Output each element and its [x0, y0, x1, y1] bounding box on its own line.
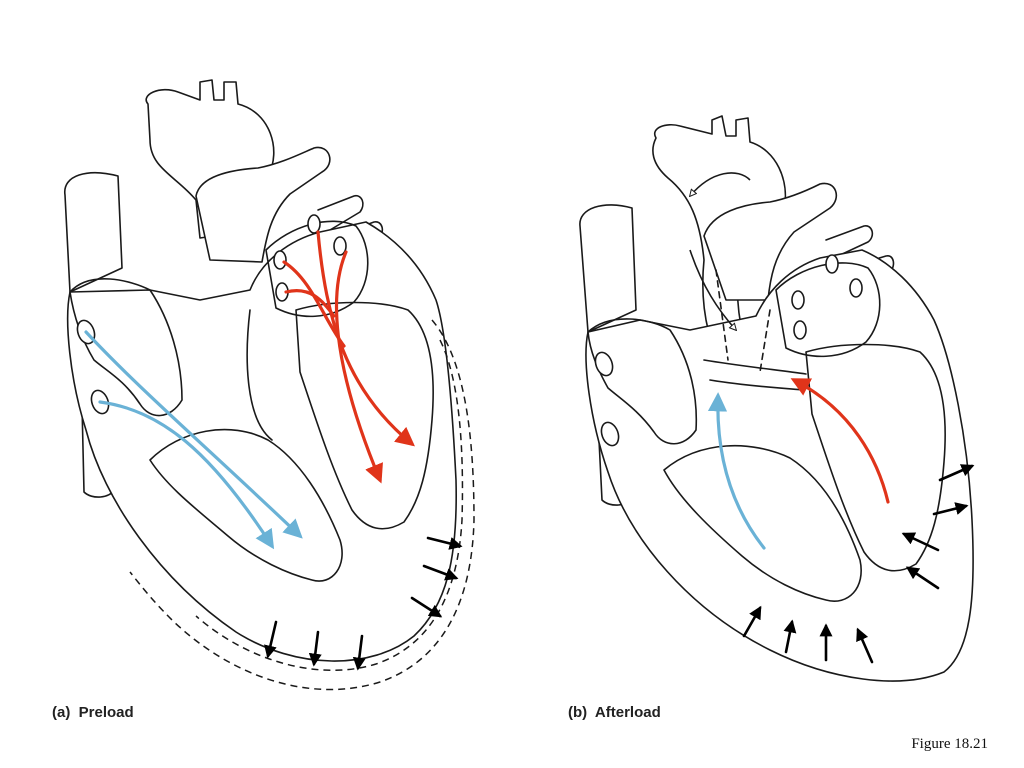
heart-diagram-afterload — [579, 115, 974, 682]
pv-opening-2 — [849, 278, 863, 298]
pressure-arrow — [901, 532, 940, 552]
pulmonary-flow-arrow-1 — [316, 230, 415, 447]
stretch-arrow — [426, 536, 463, 550]
stretched-ventricular-wall — [129, 319, 475, 691]
pv-opening-1 — [825, 254, 839, 274]
afterload-pressure-arrows — [742, 464, 975, 664]
left-ventricle — [805, 343, 946, 572]
left-ventricle — [295, 301, 434, 530]
stretch-arrow — [422, 564, 459, 581]
aortic-outflow — [703, 359, 807, 375]
venous-flow-arrow-1 — [84, 330, 303, 539]
aortic-arch-flow-arrow — [690, 172, 751, 196]
pulmonary-trunk — [703, 182, 838, 301]
superior-vena-cava — [64, 172, 123, 293]
left-atrium — [775, 262, 881, 358]
pulmonary-flow-arrow-4 — [284, 289, 336, 318]
panel-b-caption: (b) Afterload — [568, 704, 661, 721]
venous-flow-arrow-2 — [98, 400, 275, 550]
pressure-arrow — [783, 619, 797, 654]
pv-opening-1 — [307, 214, 321, 234]
pv-opening-3 — [273, 250, 287, 270]
preload-stretch-arrows — [264, 536, 463, 671]
preload-flow-arrows — [84, 230, 415, 550]
interventricular-septum — [246, 309, 273, 441]
stretch-arrow — [264, 620, 278, 659]
heart-outline — [585, 249, 974, 682]
stretch-arrow — [410, 596, 443, 618]
hidden-edge — [759, 309, 771, 373]
panel-a-caption: (a) Preload — [52, 704, 134, 721]
figure-number: Figure 18.21 — [911, 736, 988, 752]
right-ventricle — [149, 428, 343, 582]
pv-opening-3 — [791, 290, 805, 310]
pressure-arrow — [856, 627, 874, 664]
pulmonary-trunk — [195, 146, 331, 263]
pv-opening-2 — [333, 236, 347, 256]
pulmonary-flow-arrow-3 — [282, 260, 346, 348]
ivc-opening — [600, 421, 620, 447]
pv-opening-4 — [793, 320, 807, 340]
afterload-flow-arrows — [707, 378, 890, 550]
heart-outline — [66, 221, 458, 662]
pulmonary-vein-upper — [825, 225, 874, 257]
pressure-arrow — [932, 502, 969, 516]
aortic-arch — [145, 79, 275, 239]
pressure-arrow — [905, 566, 940, 590]
right-ventricle — [663, 444, 862, 602]
left-ventricle-ejection-arrow — [790, 378, 890, 504]
hidden-edge — [715, 269, 729, 361]
aortic-flow-arrows — [689, 172, 751, 330]
right-atrium — [587, 318, 698, 445]
svc-opening — [594, 351, 614, 377]
aortic-descending-flow-arrow — [689, 249, 736, 330]
stretch-arrow — [308, 630, 322, 667]
stretch-arrow — [352, 634, 366, 671]
pressure-arrow — [938, 464, 975, 482]
superior-vena-cava — [579, 204, 637, 333]
right-ventricle-ejection-arrow — [707, 392, 766, 550]
pressure-arrow — [742, 605, 762, 638]
